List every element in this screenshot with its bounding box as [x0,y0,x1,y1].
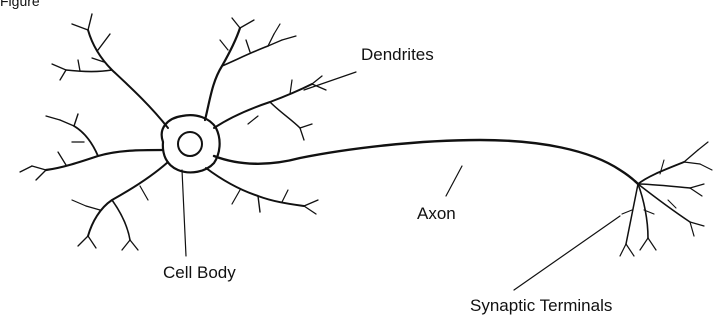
dendrites-label: Dendrites [361,46,434,63]
dendrite-upper-left [52,14,168,128]
cell-body-shape [162,115,220,172]
axon-label: Axon [417,205,456,222]
nucleus-circle [178,132,202,156]
axon-leader-line [446,166,462,196]
dendrite-lower-left [72,162,168,250]
dendrite-upper [205,18,296,120]
dendrites-leader-line [304,72,356,90]
synaptic-terminals-leader-line [514,216,620,290]
cell-body-label: Cell Body [163,264,236,281]
dendrite-left [20,114,163,180]
cell-body-leader-line [182,170,186,256]
dendrite-upper-right [214,76,326,140]
synaptic-terminals-label: Synaptic Terminals [470,297,612,314]
axon-line [214,140,638,184]
synaptic-terminals-shape [620,142,712,256]
dendrite-lower-right [206,168,318,214]
